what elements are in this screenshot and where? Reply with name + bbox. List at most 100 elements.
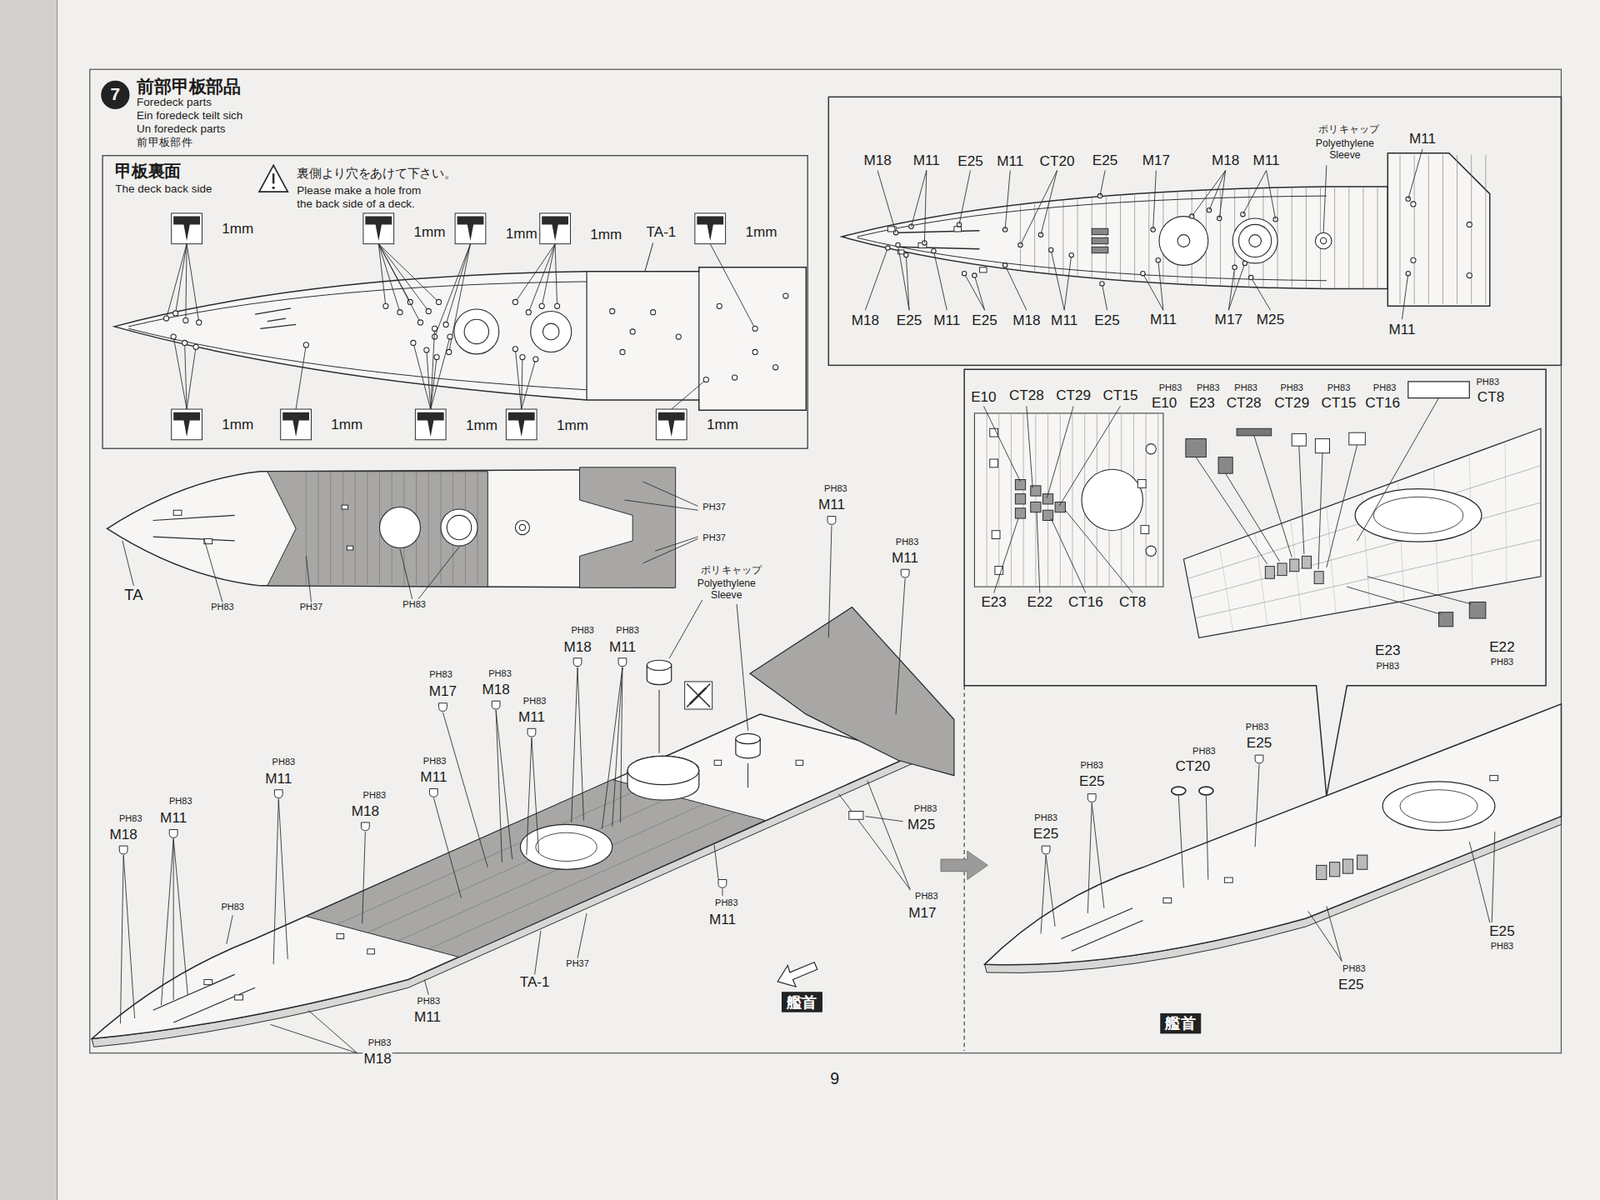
- leader-line: [186, 244, 200, 323]
- part-icon: [430, 789, 439, 798]
- fitting: [1091, 228, 1109, 235]
- paint-code: Polyethylene Sleeve: [1310, 137, 1380, 160]
- drill-icon: [415, 409, 446, 440]
- part-label: M11: [517, 709, 547, 725]
- leader-line: [430, 328, 435, 410]
- leader-line: [336, 787, 643, 925]
- paint-code: PH83: [361, 790, 387, 801]
- leader-line: [1178, 795, 1184, 888]
- leader-line: [173, 839, 188, 995]
- hole: [1466, 273, 1472, 279]
- part-label: M11: [708, 911, 738, 928]
- paint-code: PH83: [1245, 722, 1270, 733]
- leader-line: [442, 712, 488, 868]
- leader-line: [1346, 586, 1441, 615]
- part-icon: [1349, 432, 1366, 445]
- hole: [410, 340, 416, 345]
- paint-code: PH83: [1375, 662, 1400, 673]
- part-icon: [1265, 566, 1275, 580]
- fitting: [173, 510, 182, 515]
- leader-line: [1046, 405, 1074, 498]
- leader-line: [1362, 183, 1364, 296]
- leader-line: [1470, 155, 1472, 305]
- leader-line: [898, 246, 980, 249]
- fitting: [235, 995, 244, 1000]
- no-glue-icon: [685, 681, 713, 710]
- hole: [893, 230, 898, 235]
- hole: [752, 325, 758, 331]
- leader-line: [267, 318, 286, 322]
- leader-line: [1020, 170, 1057, 245]
- aft-deck-outline: [1387, 153, 1490, 307]
- hole: [440, 509, 478, 546]
- hole: [895, 242, 900, 247]
- step-arrow: [940, 850, 988, 880]
- leader-line: [1367, 576, 1472, 605]
- part-label: M11: [1149, 311, 1179, 328]
- part-icon: [1315, 439, 1330, 454]
- leader-line: [173, 336, 187, 410]
- leader-line: [305, 472, 307, 585]
- leader-line: [1326, 905, 1342, 961]
- turret-ring: [1400, 790, 1478, 823]
- leader-line: [378, 244, 386, 307]
- part-label: CT8: [1118, 594, 1148, 610]
- leader-line: [1026, 405, 1033, 488]
- paint-code: PH83: [210, 603, 235, 614]
- part-icon: [1330, 862, 1340, 877]
- paint-code: PH83: [220, 903, 245, 914]
- part-icon: [1199, 786, 1214, 795]
- part-icon: [1314, 571, 1324, 585]
- turret-ring: [464, 319, 489, 344]
- hole: [732, 375, 738, 380]
- leader-line: [160, 839, 174, 1006]
- leader-line: [1040, 170, 1058, 235]
- fitting: [341, 505, 348, 510]
- dimension: 1mm: [555, 417, 590, 434]
- paint-code: PH83: [1475, 377, 1500, 388]
- drill-icon: [280, 409, 312, 440]
- leader-line: [655, 536, 698, 551]
- hole: [1466, 221, 1472, 227]
- part-icon: [274, 790, 283, 799]
- part-label: 前甲板部件: [135, 135, 195, 149]
- part-label: M11: [1050, 312, 1080, 329]
- part-icon: [1015, 494, 1025, 505]
- step-number: 7: [100, 80, 130, 110]
- hole: [432, 325, 438, 331]
- part-icon: [1357, 855, 1368, 870]
- leader-line: [898, 230, 980, 233]
- hole: [520, 355, 525, 360]
- part-icon: [849, 810, 864, 820]
- bow-tag: 艦首: [1160, 1013, 1201, 1034]
- hole: [1242, 260, 1247, 265]
- part-label: M18: [1210, 152, 1241, 169]
- leader-line: [577, 913, 587, 959]
- paint-code: PH83: [1489, 941, 1515, 952]
- leader-line: [1219, 170, 1225, 219]
- part-label: M11: [608, 639, 638, 655]
- leader-line: [1153, 170, 1157, 230]
- fitting: [1140, 525, 1150, 535]
- leader-line: [1456, 155, 1458, 305]
- bow-arrow: [777, 962, 818, 987]
- turret-ring: [530, 310, 572, 352]
- paint-code: PH37: [701, 503, 727, 514]
- fitting: [1163, 898, 1172, 904]
- part-label: M18: [1011, 312, 1042, 329]
- leader-line: [1326, 506, 1336, 614]
- part-label: E23: [980, 594, 1008, 610]
- part-label: E25: [1078, 774, 1106, 790]
- hole: [1049, 247, 1054, 252]
- turret-ring: [1382, 781, 1495, 831]
- leader-line: [905, 255, 910, 310]
- paint-code: PH83: [913, 804, 939, 815]
- part-label: M17: [1213, 311, 1244, 328]
- step-title: 前部甲板部品: [135, 78, 242, 98]
- deck-section: [974, 413, 1164, 587]
- fitting: [1490, 775, 1499, 781]
- leader-line: [974, 275, 985, 311]
- part-label: CT20: [1038, 153, 1075, 170]
- hole: [1081, 469, 1143, 530]
- leader-line: [710, 244, 755, 330]
